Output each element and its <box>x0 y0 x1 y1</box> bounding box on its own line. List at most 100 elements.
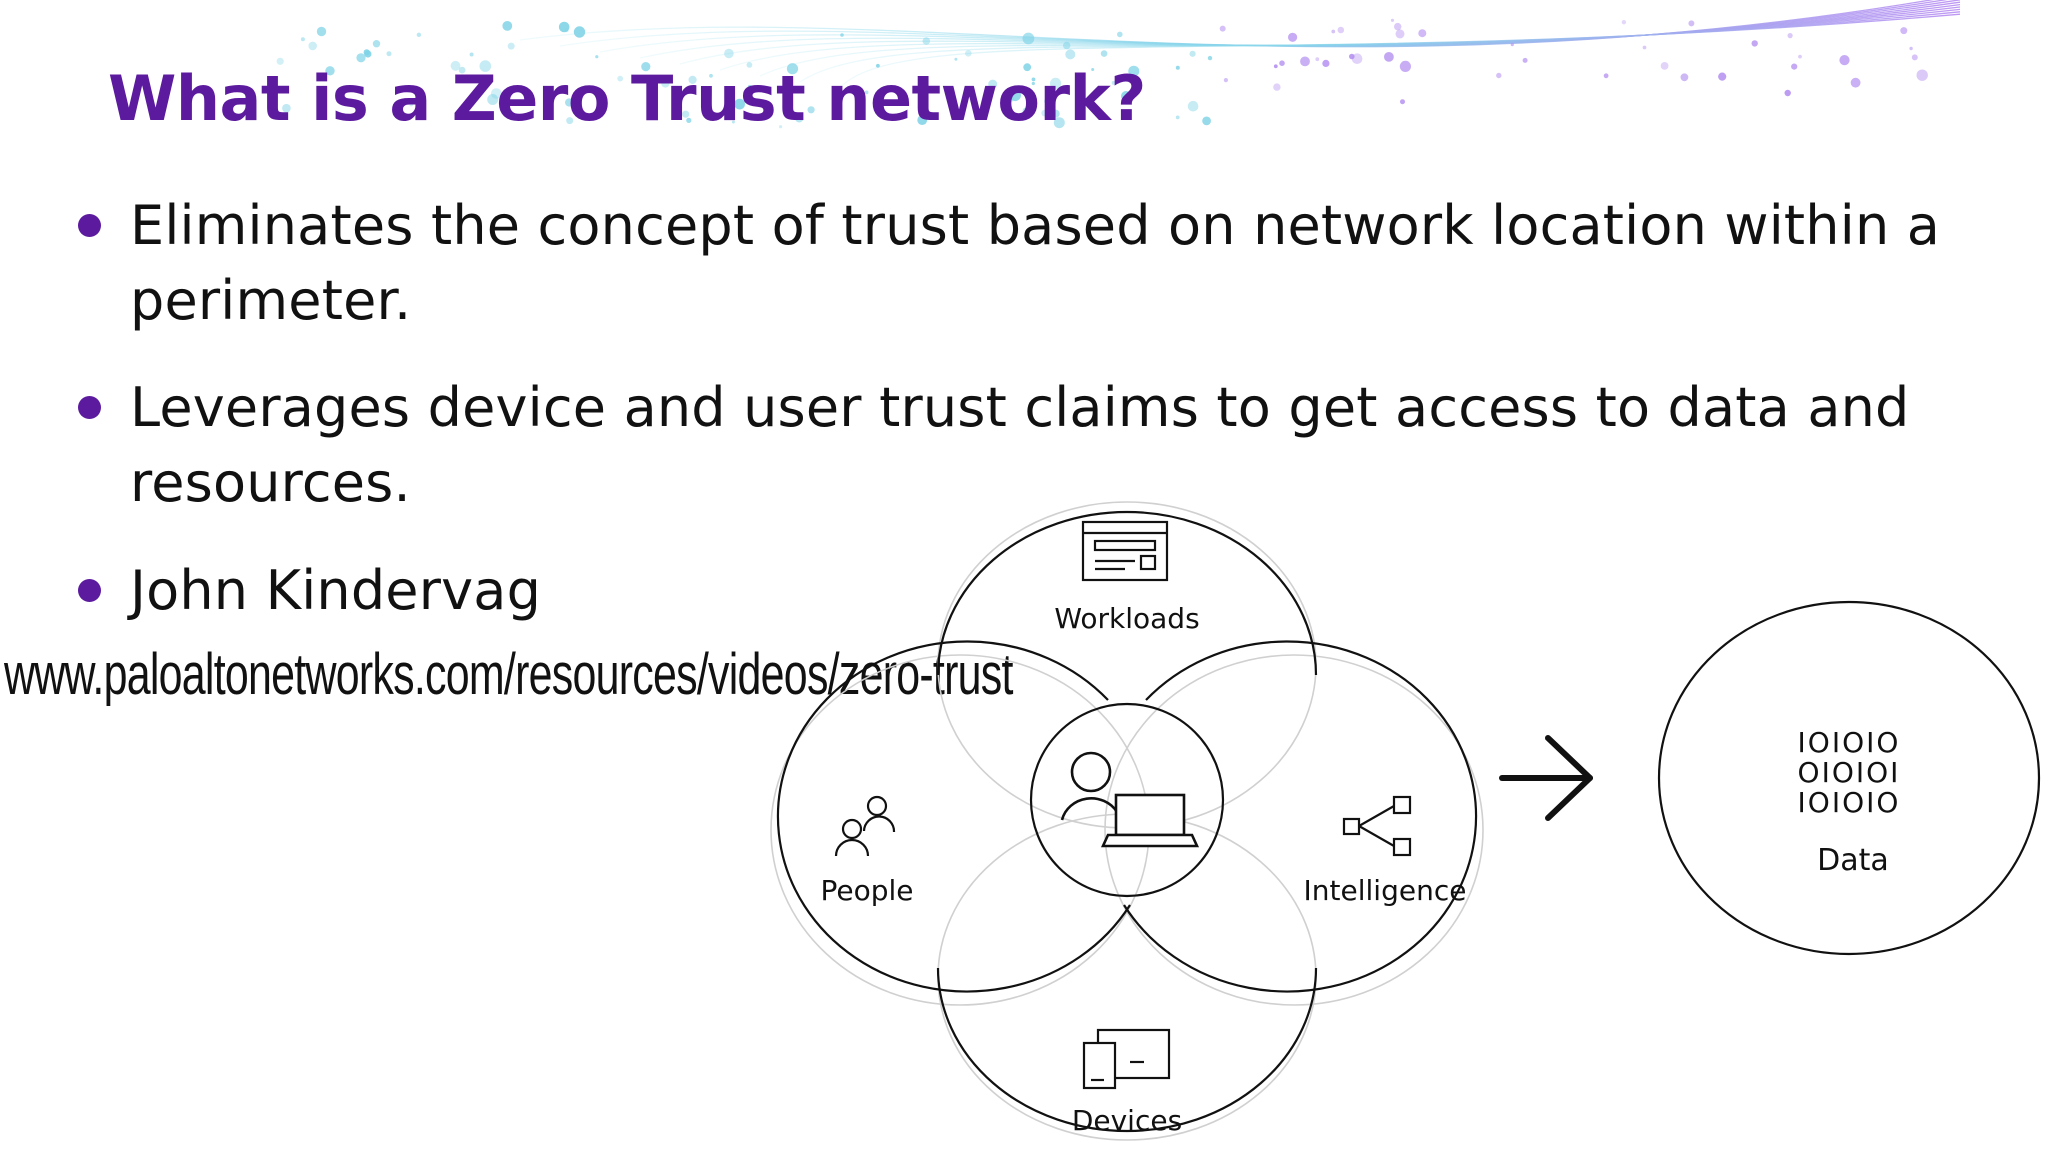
decor-dot <box>1522 57 1528 63</box>
decor-dot <box>1900 27 1908 35</box>
decor-dot <box>276 57 284 65</box>
decor-dot <box>988 79 998 89</box>
decor-dot <box>356 53 366 63</box>
decor-dot <box>731 120 735 124</box>
decor-dot <box>1418 29 1427 38</box>
user-laptop-icon <box>1060 751 1200 848</box>
decor-dot <box>1787 33 1793 39</box>
decorative-dot-wave <box>276 0 1961 129</box>
decor-dot <box>1189 50 1196 57</box>
decor-dot <box>746 62 753 68</box>
decor-dot <box>1219 25 1226 32</box>
decor-dot <box>1031 77 1036 82</box>
decor-dot <box>1603 73 1609 79</box>
decor-dot <box>1331 29 1336 34</box>
decor-dot <box>565 98 574 107</box>
bullet-dot <box>78 214 101 237</box>
circle-workloads-outline <box>936 510 1318 676</box>
decor-dot <box>1751 40 1758 47</box>
decor-dot <box>1063 41 1071 50</box>
decor-dot <box>1791 63 1798 70</box>
decor-dot <box>372 40 381 48</box>
decor-dot <box>779 125 783 129</box>
bullet-text: Eliminates the concept of trust based on… <box>130 194 1941 332</box>
decor-dot <box>573 26 586 38</box>
decor-dot <box>1642 45 1647 50</box>
decor-dot <box>1053 117 1065 129</box>
decor-dot <box>590 87 596 93</box>
decor-dot <box>1051 109 1060 118</box>
decor-dot <box>1004 93 1014 104</box>
decor-dot <box>308 41 318 51</box>
decor-dot <box>416 32 422 37</box>
binary-row: OIOIOI <box>1798 756 1901 789</box>
decor-dot <box>688 75 697 84</box>
decor-dot <box>1850 77 1861 88</box>
decor-dot <box>641 62 651 72</box>
decor-dot <box>1394 22 1402 31</box>
decor-dot <box>1223 78 1228 83</box>
circle-intelligence-outline <box>1123 640 1478 993</box>
decor-dot <box>1400 99 1405 105</box>
decor-dot <box>503 89 512 98</box>
decor-dot <box>682 110 690 118</box>
decor-dot <box>1091 68 1095 71</box>
decor-dot <box>724 48 734 59</box>
decor-dot <box>502 21 513 31</box>
decor-dot <box>876 63 880 68</box>
decor-dot <box>1660 62 1669 70</box>
decor-dot <box>1349 53 1355 60</box>
decor-dot <box>1322 59 1330 67</box>
decor-dot <box>1207 55 1213 61</box>
decor-dot <box>1128 65 1140 77</box>
binary-data-icon: IOIOIO OIOIOI IOIOIO <box>1798 726 1901 819</box>
decor-dot <box>479 60 492 72</box>
decor-dot <box>1718 72 1727 81</box>
center-circle <box>1029 702 1225 898</box>
workloads-icon <box>1081 520 1169 582</box>
label-data: Data <box>1817 843 1889 878</box>
decor-dot <box>507 42 515 50</box>
decor-dot <box>1784 89 1791 97</box>
people-icon <box>834 795 896 857</box>
decor-dot <box>558 21 570 33</box>
decor-dot <box>617 75 624 82</box>
decor-dot <box>1300 56 1310 67</box>
circle-people-outline <box>776 640 1131 993</box>
decor-dot <box>282 103 291 113</box>
binary-row: IOIOIO <box>1798 726 1901 759</box>
intelligence-icon <box>1342 795 1412 857</box>
decor-dot <box>1023 63 1032 72</box>
decor-dot <box>1496 72 1502 79</box>
decor-dot <box>1022 32 1035 45</box>
decor-dot <box>1909 46 1913 51</box>
decor-dot <box>1065 49 1076 60</box>
decor-dot <box>795 114 804 123</box>
devices-icon <box>1082 1028 1171 1090</box>
decor-dot <box>661 79 670 88</box>
decor-dot <box>566 117 574 125</box>
bullet-text: Leverages device and user trust claims t… <box>130 376 1910 514</box>
decor-dot <box>1399 60 1411 72</box>
binary-row: IOIOIO <box>1798 786 1901 819</box>
bullet-text: John Kindervag <box>130 559 542 622</box>
decor-dot <box>965 50 972 57</box>
decor-dot <box>595 55 599 59</box>
decor-dot <box>487 94 499 105</box>
decor-dot <box>1044 98 1051 105</box>
decor-dot <box>458 66 466 74</box>
decor-dot <box>386 51 392 57</box>
decor-dot <box>1121 91 1131 101</box>
decor-dot <box>363 49 370 56</box>
decor-dot <box>316 26 327 37</box>
decor-dot <box>807 106 815 114</box>
bullet-item: Eliminates the concept of trust based on… <box>78 188 1980 338</box>
decor-dot <box>491 88 502 99</box>
decor-dot <box>734 98 745 110</box>
label-intelligence: Intelligence <box>1304 874 1467 907</box>
arrow-right-icon <box>1499 735 1593 821</box>
decor-dot <box>409 102 414 107</box>
decor-dot <box>1100 50 1108 57</box>
data-circle <box>1657 600 2041 956</box>
